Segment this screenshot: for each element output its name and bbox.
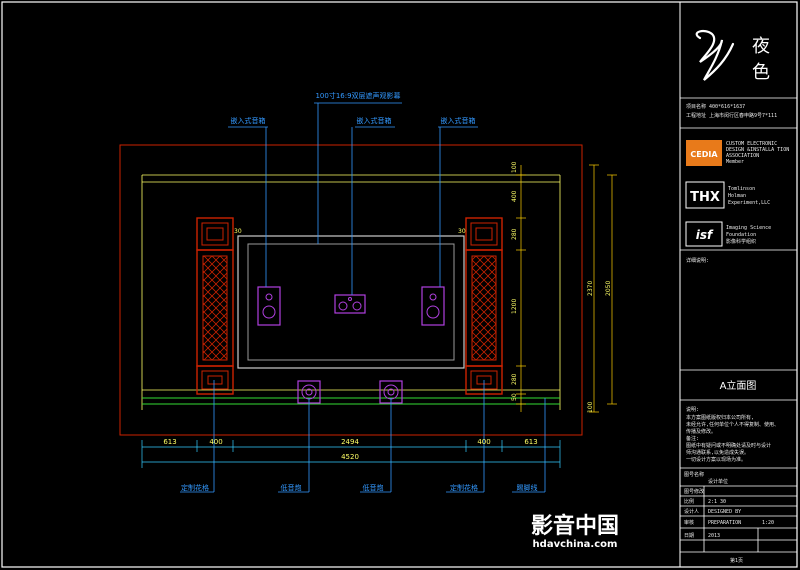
drawing-name: A立面图 xyxy=(720,379,757,392)
mark-30-right: 30 xyxy=(458,228,466,235)
thx-logo xyxy=(685,181,725,209)
note-line-1: 本方案图纸版权归本公司所有, xyxy=(686,414,754,421)
dim-v-2370: 2370 xyxy=(587,281,594,296)
isf-line-3: 影像科学组织 xyxy=(726,238,756,245)
dim-613-left: 613 xyxy=(163,438,176,446)
watermark-url: hdavchina.com xyxy=(533,539,618,550)
cedia-line-1: CUSTOM ELECTRONIC xyxy=(726,141,777,147)
isf-line-2: Foundation xyxy=(726,232,756,238)
speaker-label-left: 嵌入式音箱 xyxy=(231,116,266,125)
row-value-5: DESIGNED BY xyxy=(708,509,741,515)
speaker-label-right: 嵌入式音箱 xyxy=(441,116,476,125)
isf-logo xyxy=(685,221,723,247)
label-lattice-right: 定制花格 xyxy=(450,483,478,492)
client-line-2: 工程地址 上海市闵行区春申路9号7*111 xyxy=(686,112,777,119)
row-label-4: 比例 xyxy=(684,498,694,505)
brand-char-2: 色 xyxy=(752,62,770,83)
isf-line-1: Imaging Science xyxy=(726,225,771,231)
row-label-7: 日期 xyxy=(684,533,694,539)
cedia-line-3: ASSOCIATION xyxy=(726,153,759,159)
isf-logo-text: isf xyxy=(696,228,714,242)
cedia-line-4: Member xyxy=(726,159,744,165)
screen-frame xyxy=(237,235,465,369)
note-line-7: 一切设计方案以现场为准。 xyxy=(686,456,746,463)
lattice-left xyxy=(196,217,234,395)
dim-v-280-bottom: 280 xyxy=(511,373,518,385)
dim-v-50: 50 xyxy=(511,393,518,401)
brand-logo: 夜 色 xyxy=(695,29,770,83)
note-line-6: 师沟通联系,以免造成失误。 xyxy=(686,449,749,456)
watermark-logo: 影音中国 xyxy=(531,513,619,539)
title-block-frame xyxy=(679,1,798,568)
elevation: 30 30 xyxy=(119,91,617,493)
notes-title: 说明: xyxy=(686,406,699,413)
page-number: 第1页 xyxy=(730,557,743,564)
note-line-3: 传播及修改。 xyxy=(686,428,716,435)
client-line-1: 项目名称 400*616*1637 xyxy=(686,103,745,110)
lattice-right xyxy=(465,217,503,395)
cedia-line-2: DESIGN &INSTALLA TION xyxy=(726,147,789,153)
dim-v-1200: 1200 xyxy=(511,299,518,314)
dim-613-right: 613 xyxy=(524,438,537,446)
note-line-4: 备注: xyxy=(686,435,699,442)
cedia-logo xyxy=(686,140,722,166)
dim-400-left: 400 xyxy=(209,438,222,446)
dim-v-100-bottom: 100 xyxy=(587,401,594,413)
row-label-1: 图号名称 xyxy=(684,471,704,478)
thx-logo-text: THX xyxy=(690,190,720,205)
row-value-2: 设计单位 xyxy=(708,478,728,485)
label-baseboard: 踢脚线 xyxy=(517,483,538,492)
note-line-2: 未经允许,任何单位个人不得复制、使用、 xyxy=(686,421,779,428)
speaker-center xyxy=(334,294,366,314)
row-value-4: 2:1 30 xyxy=(708,499,726,505)
dim-v-400: 400 xyxy=(511,190,518,202)
dim-v-2050: 2050 xyxy=(605,281,612,296)
note-line-5: 图纸中有疑问或不明确处请及时与设计 xyxy=(686,442,771,449)
speaker-label-center: 嵌入式音箱 xyxy=(357,116,392,125)
thx-line-3: Experiment,LLC xyxy=(728,200,770,206)
dim-v-100-top: 100 xyxy=(511,161,518,173)
screen-label: 100寸16:9双层遮声观影幕 xyxy=(315,91,400,100)
detail-label: 详细说明: xyxy=(686,257,709,264)
speaker-right xyxy=(421,286,445,326)
label-lattice-left: 定制花格 xyxy=(181,483,209,492)
thx-line-1: Tomlinson xyxy=(728,186,755,192)
thx-line-2: Holman xyxy=(728,193,746,199)
dim-v-280-top: 280 xyxy=(511,228,518,240)
row-value-6: PREPARATION xyxy=(708,520,741,526)
watermark: 影音中国 hdavchina.com xyxy=(531,513,619,550)
dim-total-width: 4520 xyxy=(341,453,359,461)
row-extra-6: 1:20 xyxy=(762,520,774,526)
row-label-3: 图号修改 xyxy=(684,488,704,495)
row-label-5: 设计人 xyxy=(684,508,699,515)
wall-outline xyxy=(119,144,583,436)
screen-inner xyxy=(247,243,455,361)
dim-2494: 2494 xyxy=(341,438,359,446)
speaker-left xyxy=(257,286,281,326)
mark-30-left: 30 xyxy=(234,228,242,235)
row-value-7: 2013 xyxy=(708,533,720,539)
dim-400-right: 400 xyxy=(477,438,490,446)
title-block: 夜 色 项目名称 400*616*1637 工程地址 上海市闵行区春申路9号7*… xyxy=(680,29,797,564)
label-subwoofer-left: 低音炮 xyxy=(281,483,302,492)
brand-char-1: 夜 xyxy=(752,36,770,57)
label-subwoofer-right: 低音炮 xyxy=(363,483,384,492)
cedia-logo-text: CEDIA xyxy=(690,150,718,159)
row-label-6: 审核 xyxy=(684,519,694,526)
